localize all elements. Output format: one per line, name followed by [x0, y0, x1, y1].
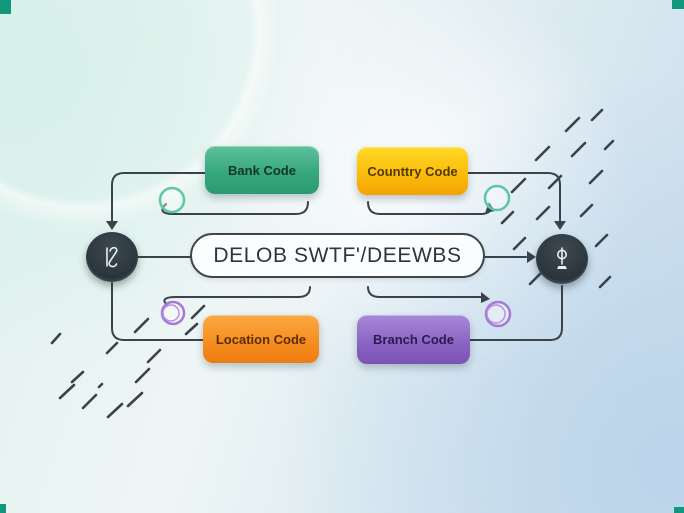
ring-purple-bottom-right-inner: [486, 304, 506, 324]
corner-marker-bottom-right: [674, 507, 684, 513]
ring-purple-bottom-left-inner: [162, 304, 180, 322]
arrowhead-bottom-right-ring: [481, 292, 490, 303]
branch-code-label: Branch Code: [373, 332, 454, 347]
arrowhead-right-terminal-top: [554, 221, 566, 230]
arrowhead-left-terminal: [106, 221, 118, 230]
connector-left-to-location: [111, 282, 204, 341]
flourish-top-left: [161, 201, 309, 215]
country-code-label: Counttry Code: [367, 163, 458, 179]
location-code-label: Location Code: [215, 331, 307, 347]
left-terminal-node: [86, 232, 138, 282]
bank-code-label: Bank Code: [228, 162, 296, 178]
corner-marker-top-left: [0, 0, 11, 14]
branch-code-box: Branch Code: [357, 315, 470, 364]
country-code-box: Counttry Code: [357, 147, 468, 195]
corner-marker-top-right: [672, 0, 684, 9]
right-terminal-node: [536, 234, 588, 284]
phi-stand-icon: [557, 247, 567, 269]
swift-code-text: DELOB SWTF'/DEEWBS: [213, 243, 462, 267]
flourish-bottom-right: [367, 286, 482, 298]
location-code-box: Location Code: [203, 315, 319, 363]
connector-bank-to-left: [111, 172, 206, 222]
corner-marker-bottom-left: [0, 504, 6, 513]
arrowhead-pill-to-right: [527, 251, 536, 263]
swift-code-pill: DELOB SWTF'/DEEWBS: [190, 233, 485, 278]
ring-purple-bottom-right: [484, 300, 512, 328]
ring-purple-bottom-left: [160, 300, 186, 326]
bank-code-box: Bank Code: [205, 146, 319, 194]
flourish-top-right: [367, 201, 493, 215]
ring-green-top-right: [483, 184, 511, 212]
connector-country-to-right: [467, 172, 561, 222]
flourish-bottom-left: [163, 286, 311, 306]
arrowhead-top-right-ring: [485, 202, 495, 213]
ring-green-top-left: [158, 186, 186, 214]
connector-branch-to-right: [469, 285, 563, 341]
z-scroll-icon: [106, 246, 118, 268]
dashes-bottom-left: [50, 304, 206, 419]
